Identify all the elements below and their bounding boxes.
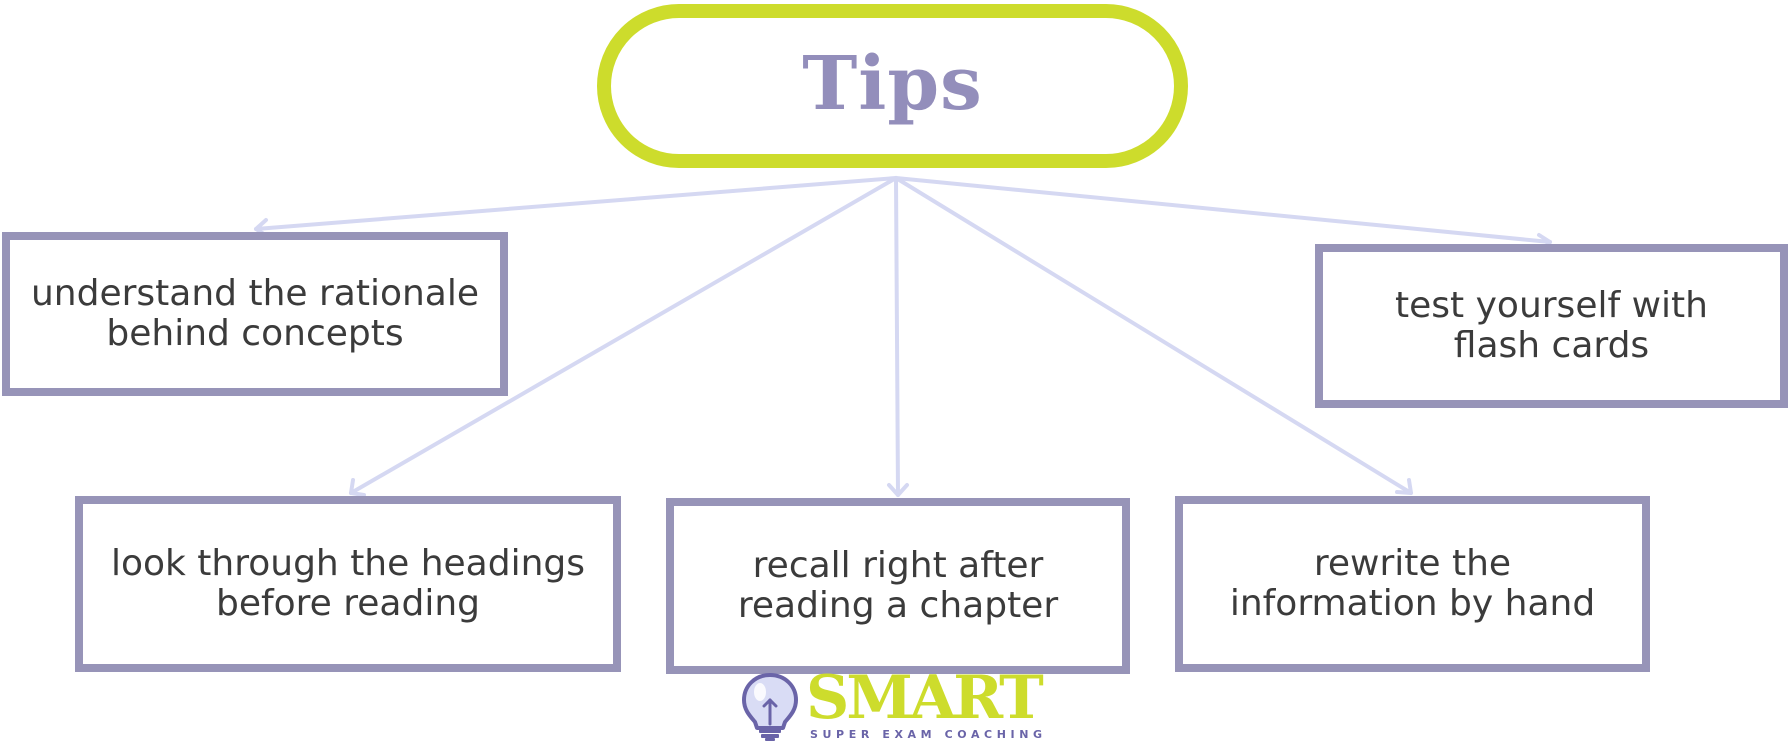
root-label: Tips [802, 41, 983, 127]
smart-logo: SMART SUPER EXAM COACHING [740, 666, 1050, 742]
tip-box-headings: look through the headings before reading [75, 496, 621, 672]
tips-root-node: Tips [597, 4, 1188, 168]
tip-box-recall: recall right after reading a chapter [666, 498, 1130, 674]
tip-label: recall right after reading a chapter [737, 545, 1059, 626]
lightbulb-icon [742, 673, 798, 741]
logo-tagline: SUPER EXAM COACHING [810, 728, 1047, 741]
tip-box-rationale: understand the rationale behind concepts [2, 232, 508, 396]
tip-label: look through the headings before reading [110, 543, 586, 624]
tip-label: test yourself with flash cards [1395, 285, 1708, 366]
tip-label: understand the rationale behind concepts [30, 273, 480, 354]
arrow-to-tip-4 [887, 176, 909, 497]
arrow-to-tip-3 [349, 176, 898, 497]
logo-wordmark: SMART [806, 663, 1044, 733]
arrow-to-tip-1 [254, 176, 898, 238]
tip-box-flash-cards: test yourself with flash cards [1315, 244, 1788, 408]
tip-box-rewrite: rewrite the information by hand [1175, 496, 1650, 672]
arrow-to-tip-5 [894, 176, 1413, 495]
tip-label: rewrite the information by hand [1229, 543, 1596, 624]
